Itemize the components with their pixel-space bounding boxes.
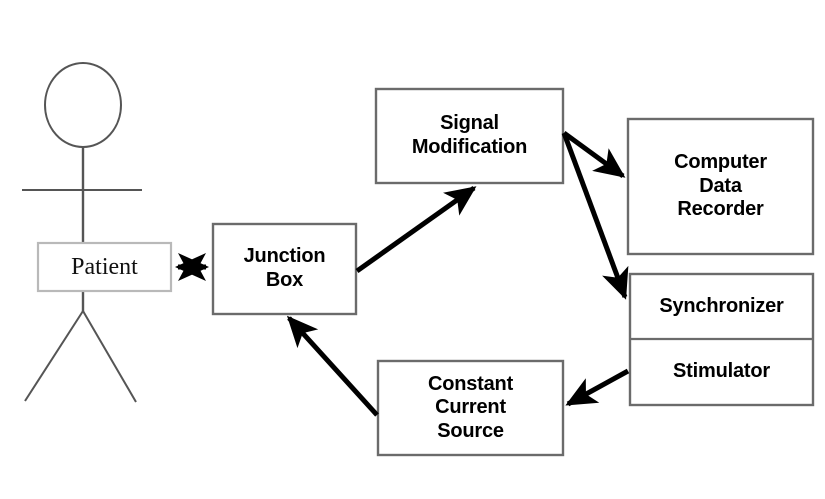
- edge-signal-modification-synchronizer[interactable]: [561, 132, 629, 300]
- edge-junction-signal-modification[interactable]: [355, 185, 477, 274]
- patient-right-leg: [82, 310, 137, 403]
- patient-head-icon: [44, 62, 122, 148]
- edge-stimulator-constant-current-source[interactable]: [565, 368, 630, 407]
- junction-box-node[interactable]: [211, 222, 358, 316]
- edge-signal-modification-computer-data-recorder[interactable]: [562, 130, 626, 179]
- patient-label-box[interactable]: [36, 241, 173, 293]
- constant-current-source-node[interactable]: [376, 359, 565, 457]
- patient-left-leg: [24, 310, 84, 402]
- signal-modification-node[interactable]: [374, 87, 565, 185]
- computer-data-recorder-node[interactable]: [626, 117, 815, 256]
- edge-constant-current-source-junction[interactable]: [286, 315, 379, 417]
- patient-stick-figure: [22, 62, 142, 403]
